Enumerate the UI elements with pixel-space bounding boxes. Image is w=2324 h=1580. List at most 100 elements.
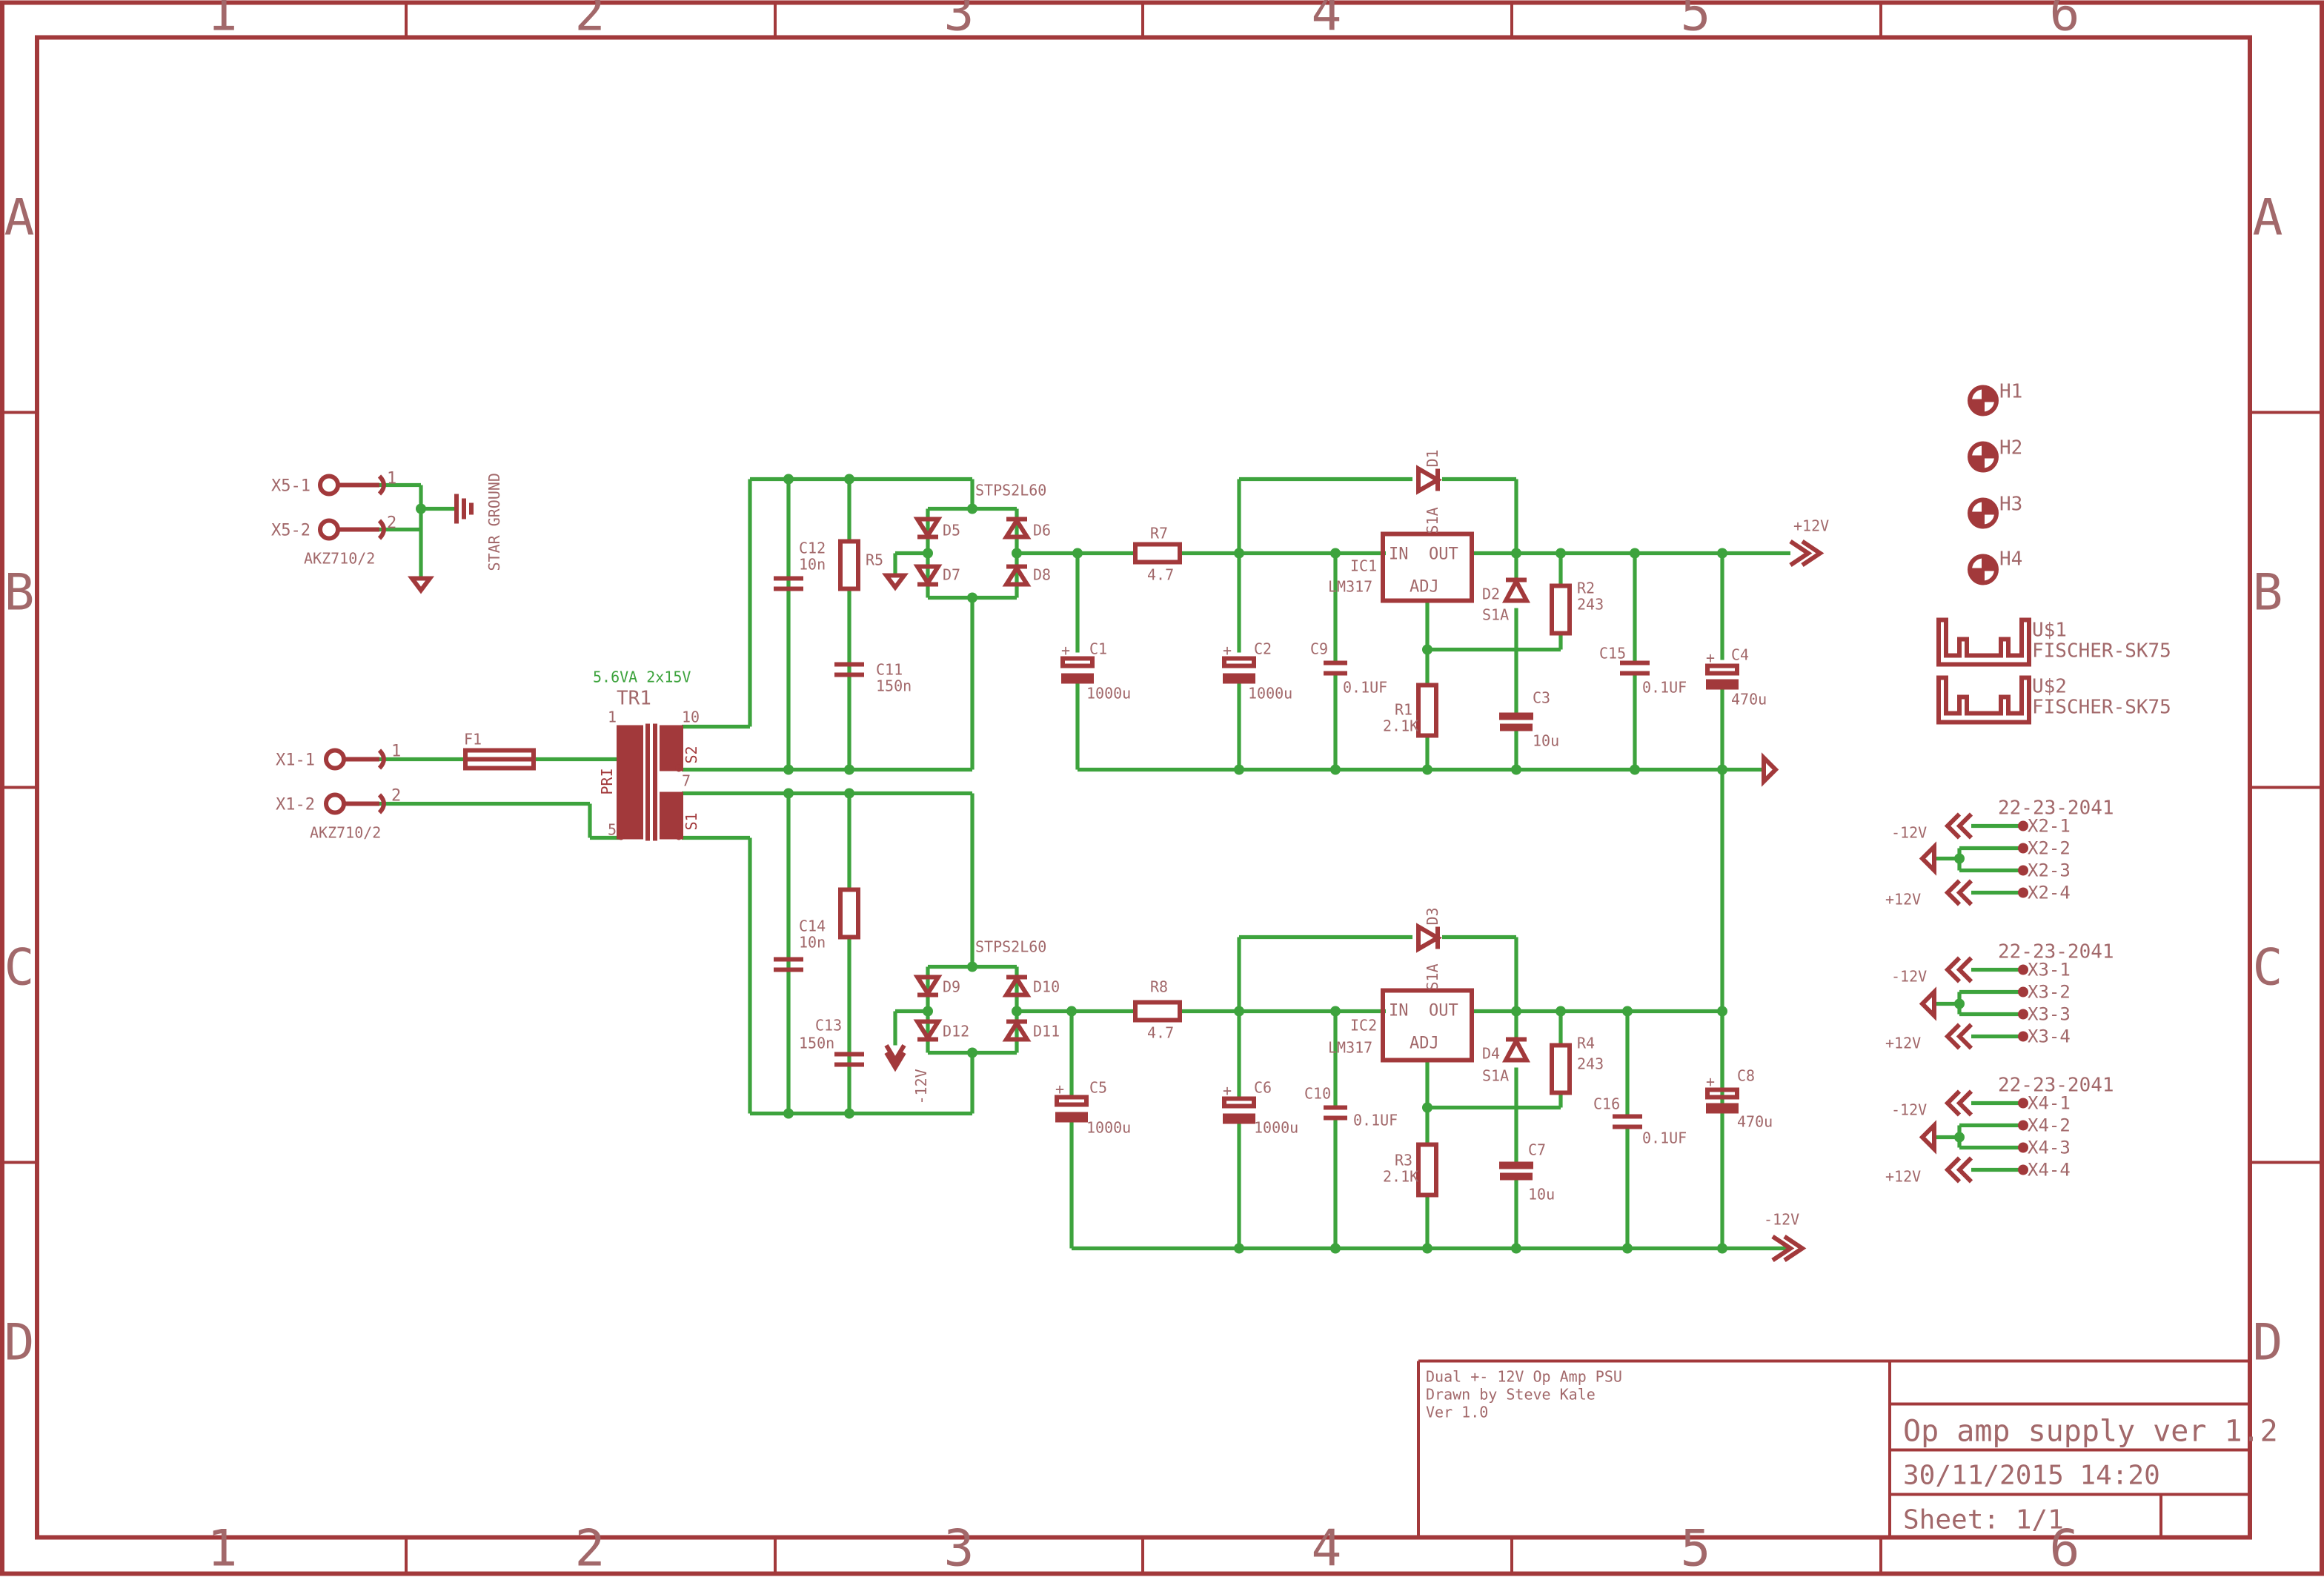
c9-label: C9: [1310, 640, 1328, 658]
c15-label: C15: [1599, 645, 1626, 663]
ground-symbol-midrail: [1762, 752, 1779, 787]
col-label-3: 3: [944, 0, 975, 43]
lower-neg-tap-label: -12V: [912, 1069, 930, 1104]
x5-1-label: X5-1: [271, 477, 311, 496]
connector-x4: 22-23-2041 -12V +12V X4-1 X4-2 X4-3 X4-4: [1885, 1075, 2114, 1186]
c4-label: C4: [1731, 646, 1749, 664]
u2-value: FISCHER-SK75: [2032, 697, 2171, 719]
r8-value: 4.7: [1147, 1024, 1174, 1042]
r1-value: 2.1K: [1383, 717, 1418, 735]
x2-neg-label: -12V: [1891, 824, 1927, 842]
star-ground-symbol: STAR GROUND: [454, 473, 503, 571]
connector-x2: 22-23-2041 -12V +12V X2-1 X2-2 X2-3 X2-4: [1885, 797, 2114, 909]
bridge1-label: STPS2L60: [975, 482, 1046, 499]
col-label-6: 6: [2050, 0, 2080, 43]
x1-pin2-label: 2: [391, 787, 401, 806]
row-label-c-right: C: [2253, 939, 2283, 998]
c8-value: 470u: [1737, 1113, 1773, 1131]
d11-label: D11: [1033, 1023, 1060, 1040]
ground-symbol-x5: [408, 576, 434, 594]
d4-value: S1A: [1482, 1067, 1509, 1085]
junction-dots: [416, 474, 1965, 1254]
h2-label: H2: [1999, 437, 2022, 459]
drawing-title: Op amp supply ver 1.2: [1903, 1415, 2278, 1449]
d5-label: D5: [943, 522, 960, 540]
c11-value: 150n: [876, 677, 912, 695]
c16-value: 0.1UF: [1642, 1129, 1687, 1147]
x3-pos-label: +12V: [1885, 1035, 1921, 1052]
r3-value: 2.1K: [1383, 1168, 1418, 1186]
x4-pin-2: X4-2: [2028, 1115, 2071, 1136]
d6-label: D6: [1033, 522, 1051, 540]
x4-pin-3: X4-3: [2028, 1138, 2071, 1158]
mounting-holes: H1 H2 H3 H4: [1968, 381, 2022, 585]
ic2-value: LM317: [1328, 1039, 1372, 1057]
c2-plus: +: [1223, 642, 1232, 660]
row-label-a-right: A: [2253, 189, 2283, 248]
c4-value: 470u: [1731, 691, 1767, 708]
heatsinks: U$1 FISCHER-SK75 U$2 FISCHER-SK75: [1936, 617, 2171, 725]
note-line-1: Dual +- 12V Op Amp PSU: [1426, 1368, 1622, 1386]
h4-label: H4: [1999, 548, 2022, 571]
c11-label: C11: [876, 661, 903, 679]
c13-label: C13: [815, 1017, 842, 1035]
bridge2-label: STPS2L60: [975, 938, 1046, 956]
r5-label: R5: [866, 551, 883, 569]
d8-label: D8: [1033, 566, 1051, 584]
c8-label: C8: [1737, 1067, 1755, 1085]
ic2-in-pin: IN: [1389, 1002, 1409, 1020]
r2-value: 243: [1577, 596, 1604, 614]
sheet-number: Sheet: 1/1: [1903, 1505, 2064, 1536]
x2-pin-3: X2-3: [2028, 860, 2071, 881]
h1-label: H1: [1999, 381, 2022, 403]
r4-label: R4: [1577, 1035, 1595, 1052]
col-label-5-bottom: 5: [1681, 1520, 1711, 1577]
ic2-label: IC2: [1350, 1017, 1377, 1035]
d2-value: S1A: [1482, 606, 1509, 624]
x1-pin1-label: 1: [391, 743, 401, 761]
c12-value: 10n: [799, 556, 826, 574]
col-label-4: 4: [1312, 0, 1342, 43]
x4-part-label: 22-23-2041: [1998, 1075, 2114, 1097]
r4-value: 243: [1577, 1055, 1604, 1073]
c1-label: C1: [1089, 640, 1107, 658]
c14-label: C14: [799, 917, 826, 935]
col-label-5: 5: [1681, 0, 1711, 43]
drawing-date: 30/11/2015 14:20: [1903, 1461, 2160, 1491]
u1-label: U$1: [2032, 620, 2067, 642]
c2-label: C2: [1254, 640, 1272, 658]
x2-pos-label: +12V: [1885, 891, 1921, 909]
r3-label: R3: [1395, 1152, 1412, 1169]
d3-label: D3: [1424, 907, 1441, 925]
x4-pin-1: X4-1: [2028, 1093, 2071, 1114]
x1-part-label: AKZ710/2: [310, 824, 381, 842]
tr1-primary-label: PRI: [598, 768, 616, 794]
c13-value: 150n: [799, 1035, 834, 1052]
ic1-value: LM317: [1328, 578, 1372, 596]
c5-value: 1000u: [1086, 1119, 1131, 1137]
c5-plus: +: [1055, 1081, 1064, 1098]
lower-supply: C14 10n C13 150n STPS2L60 D9 D10 D12 D11…: [774, 887, 1807, 1262]
x3-part-label: 22-23-2041: [1998, 941, 2114, 963]
c10-label: C10: [1304, 1085, 1331, 1103]
f1-label: F1: [464, 731, 482, 748]
d9-label: D9: [943, 978, 960, 996]
star-ground-label: STAR GROUND: [485, 473, 503, 571]
x2-part-label: 22-23-2041: [1998, 797, 2114, 820]
x3-neg-label: -12V: [1891, 968, 1927, 986]
tr1-s1-label: S1: [683, 812, 700, 830]
ic1-adj-pin: ADJ: [1410, 578, 1439, 597]
x2-pin-1: X2-1: [2028, 816, 2071, 837]
lower-rail-label: -12V: [1764, 1211, 1799, 1229]
col-label-1-bottom: 1: [208, 1520, 238, 1577]
r7-label: R7: [1150, 525, 1168, 542]
x5-connector: X5-1 X5-2 1 2 AKZ710/2: [271, 470, 396, 568]
ic1-out-pin: OUT: [1429, 545, 1458, 564]
x5-part-label: AKZ710/2: [304, 550, 375, 568]
connector-x3: 22-23-2041 -12V +12V X3-1 X3-2 X3-3 X3-4: [1885, 941, 2114, 1052]
c2-value: 1000u: [1248, 685, 1292, 703]
d3-value: S1A: [1424, 963, 1441, 990]
x4-neg-label: -12V: [1891, 1101, 1927, 1119]
c6-label: C6: [1254, 1079, 1272, 1097]
